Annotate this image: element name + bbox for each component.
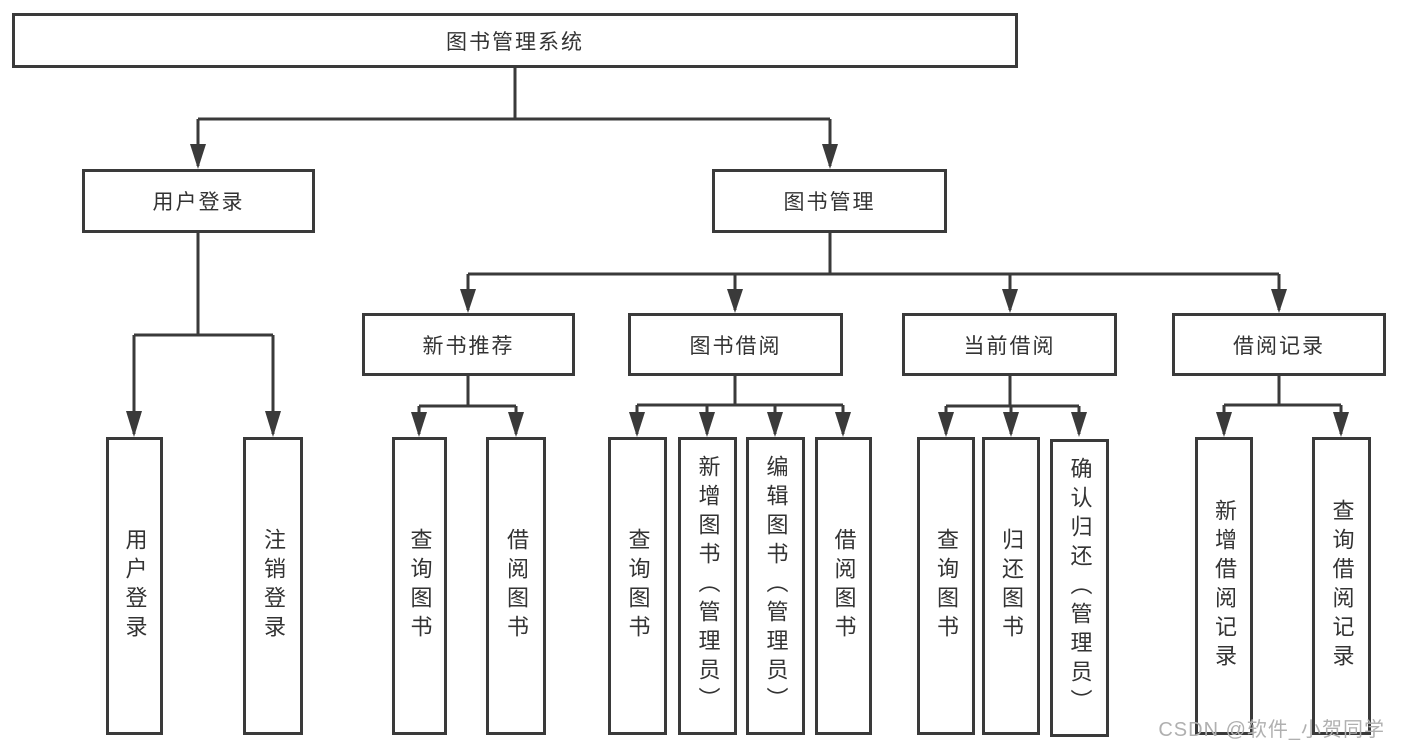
leaf-records-add-record-label: 新增借阅记录	[1212, 498, 1237, 674]
leaf-current-return-books: 归还图书	[982, 437, 1040, 735]
leaf-borrow-borrow-books-label: 借阅图书	[831, 527, 857, 645]
csdn-watermark: CSDN @软件_小贺同学	[1158, 719, 1385, 741]
leaf-borrow-borrow-books: 借阅图书	[815, 437, 872, 735]
leaf-records-query-record-label: 查询借阅记录	[1329, 498, 1355, 674]
leaf-records-add-record: 新增借阅记录	[1195, 437, 1253, 735]
leaf-current-confirm-return-admin-label: 确认归还（管理员）	[1067, 457, 1093, 719]
leaf-current-confirm-return-admin: 确认归还（管理员）	[1050, 439, 1109, 737]
node-new-book-recommend: 新书推荐	[362, 313, 575, 376]
node-borrow-records: 借阅记录	[1172, 313, 1386, 376]
leaf-logout: 注销登录	[243, 437, 303, 735]
leaf-borrow-add-books-admin-label: 新增图书（管理员）	[695, 455, 721, 717]
leaf-records-query-record: 查询借阅记录	[1312, 437, 1371, 735]
node-root-system: 图书管理系统	[12, 13, 1018, 68]
leaf-user-login: 用户登录	[106, 437, 163, 735]
leaf-borrow-add-books-admin: 新增图书（管理员）	[678, 437, 737, 735]
leaf-borrow-query-books: 查询图书	[608, 437, 667, 735]
leaf-newbooks-query-books-label: 查询图书	[407, 527, 433, 645]
node-book-management: 图书管理	[712, 169, 947, 233]
node-user-login: 用户登录	[82, 169, 315, 233]
leaf-logout-label: 注销登录	[261, 527, 286, 645]
leaf-newbooks-borrow-books: 借阅图书	[486, 437, 546, 735]
leaf-borrow-query-books-label: 查询图书	[625, 527, 651, 645]
leaf-borrow-edit-books-admin-label: 编辑图书（管理员）	[763, 455, 789, 717]
leaf-borrow-edit-books-admin: 编辑图书（管理员）	[746, 437, 805, 735]
node-book-borrowing: 图书借阅	[628, 313, 843, 376]
leaf-current-query-books-label: 查询图书	[934, 527, 959, 645]
node-current-borrowing: 当前借阅	[902, 313, 1117, 376]
leaf-current-return-books-label: 归还图书	[999, 527, 1024, 645]
leaf-newbooks-borrow-books-label: 借阅图书	[504, 527, 529, 645]
leaf-newbooks-query-books: 查询图书	[392, 437, 447, 735]
leaf-user-login-label: 用户登录	[122, 527, 148, 645]
leaf-current-query-books: 查询图书	[917, 437, 975, 735]
